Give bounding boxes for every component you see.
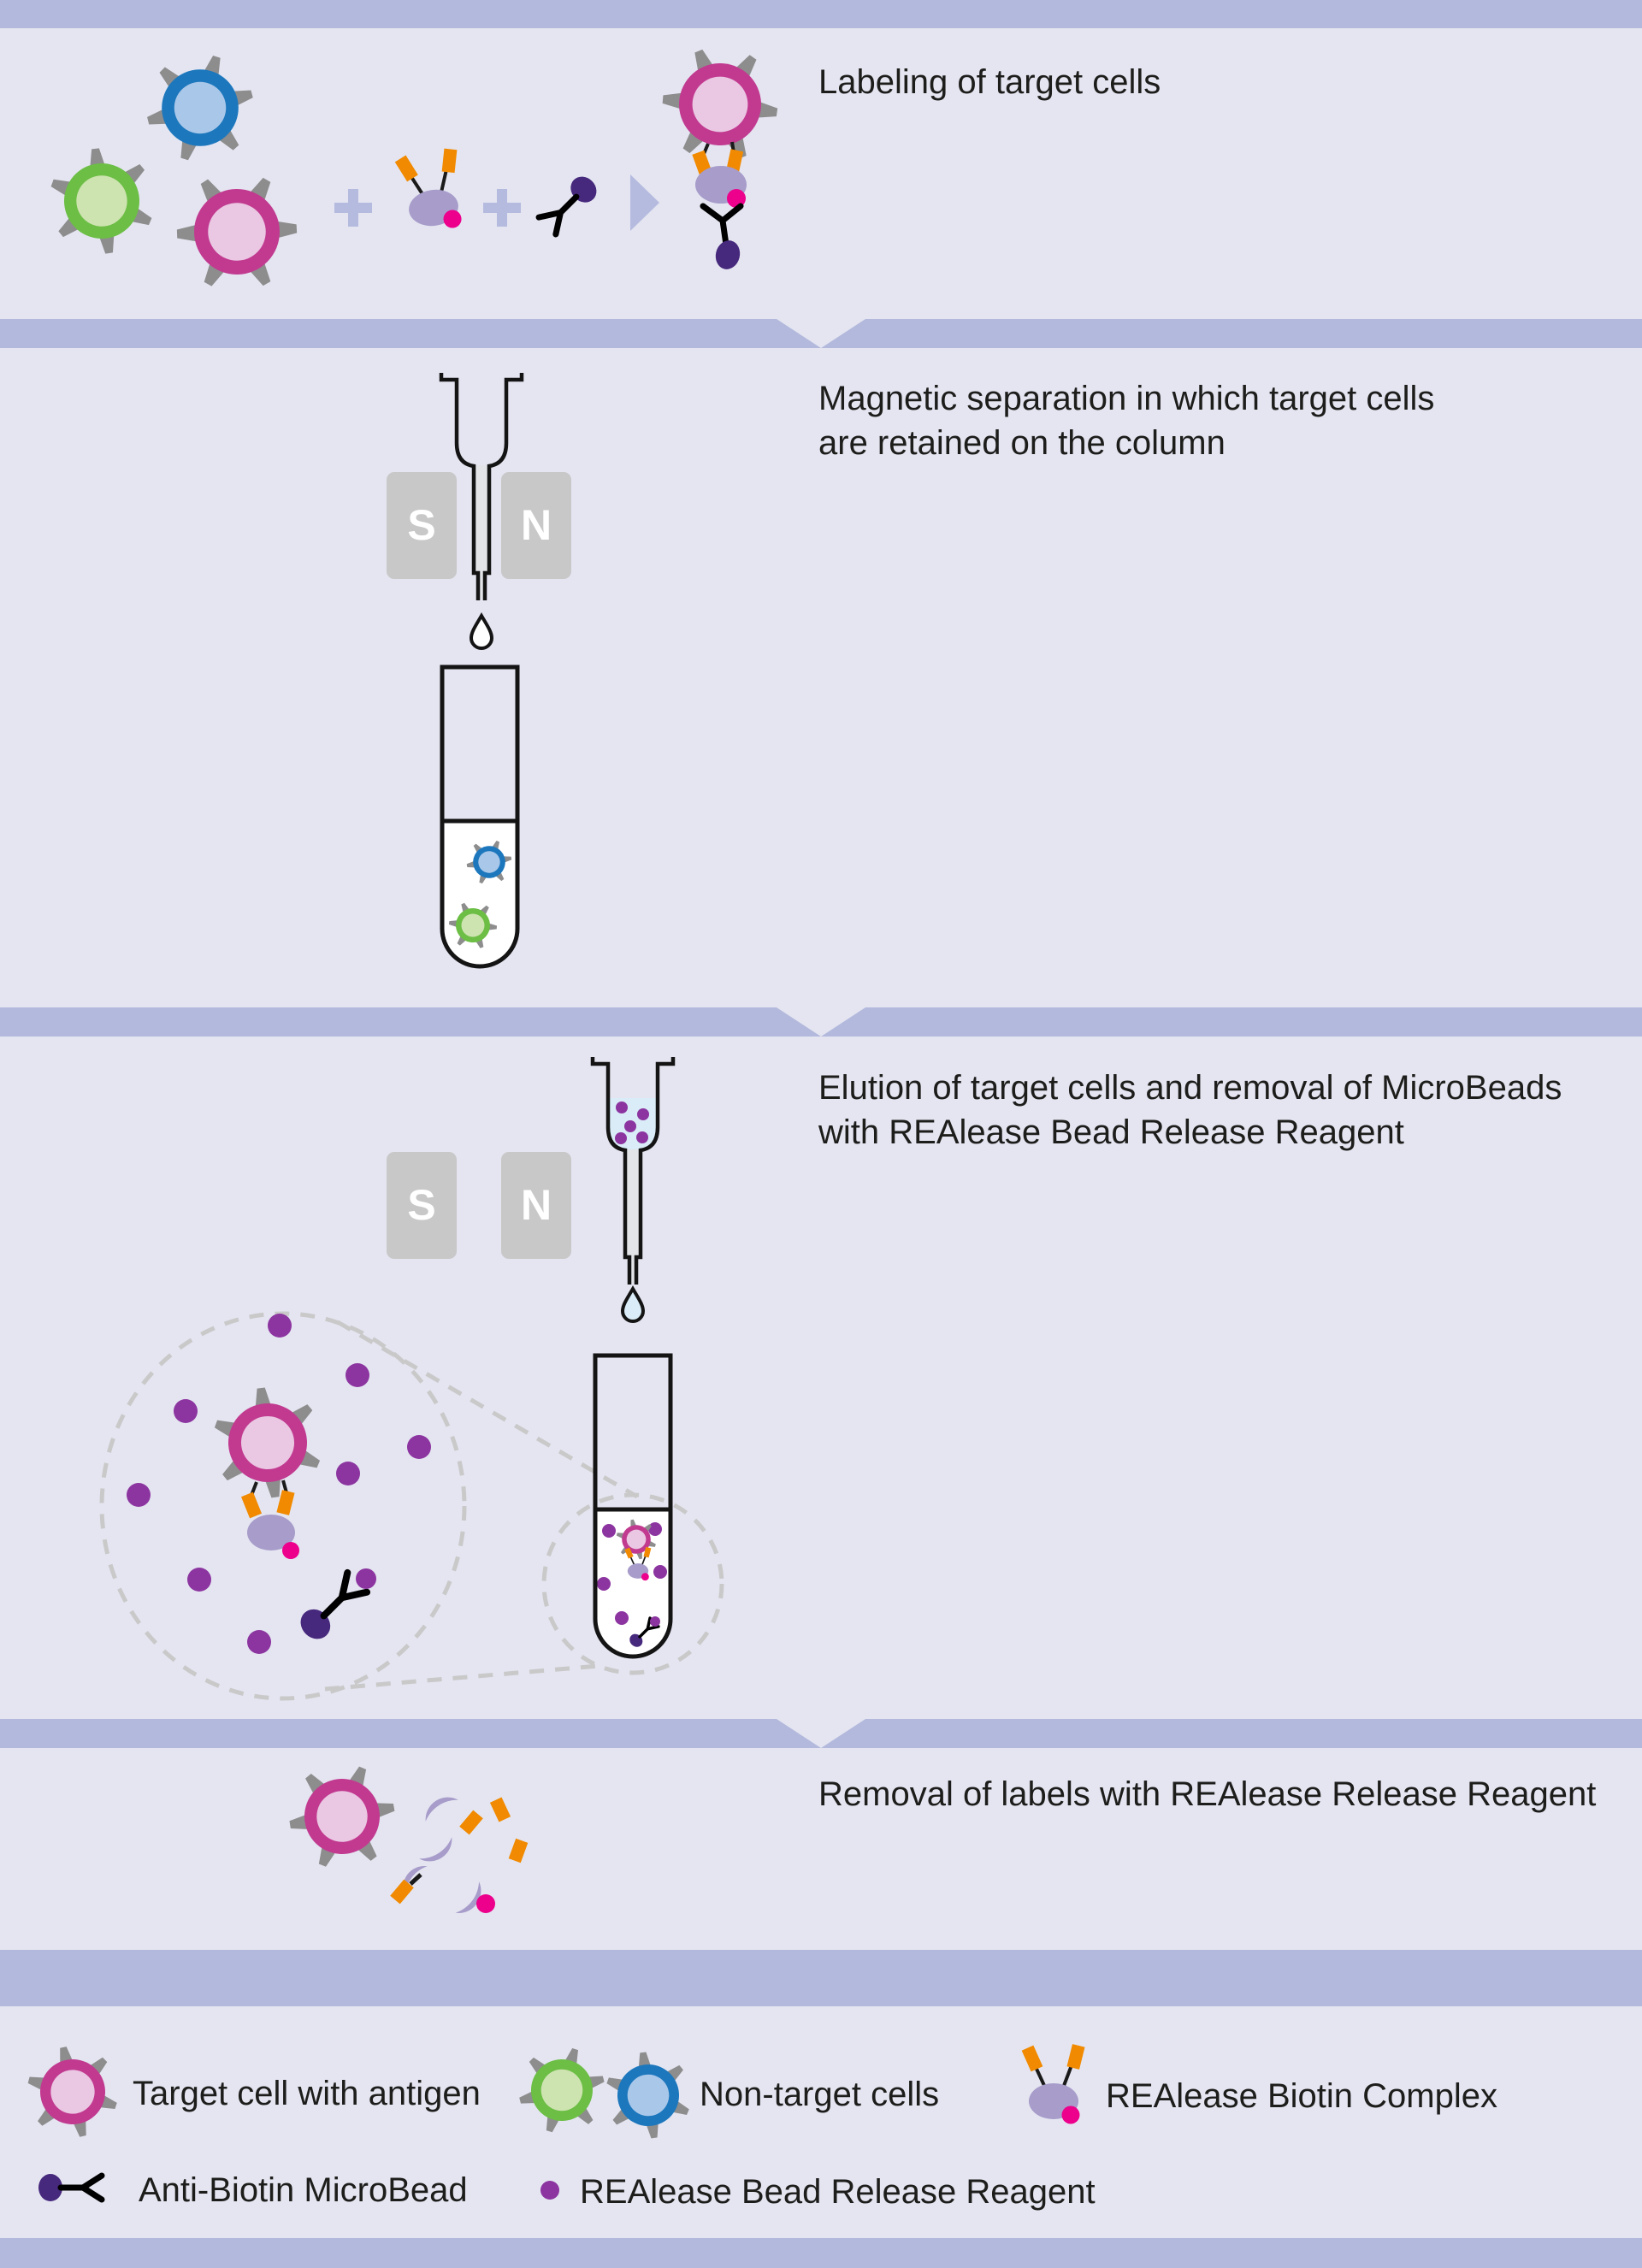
plus-icon — [483, 189, 521, 227]
magnet-north-label: N — [521, 1181, 552, 1229]
magnet-south-label: S — [407, 501, 435, 549]
plus-icon — [334, 189, 372, 227]
step-3-line-2: with REAlease Bead Release Reagent — [818, 1113, 1404, 1151]
separation-column-with-buffer-icon — [593, 1057, 673, 1285]
chevron-down-icon — [777, 319, 865, 348]
magnet-south — [387, 1152, 457, 1259]
eluate-tube-icon — [593, 1353, 673, 1659]
anti-biotin-microbead-icon — [538, 171, 602, 235]
bottom-band — [0, 2238, 1642, 2268]
step-2-label: Magnetic separation in which target cell… — [818, 376, 1434, 465]
step-1-label: Labeling of target cells — [818, 60, 1161, 104]
waste-tube-icon — [440, 664, 520, 969]
magnet-north — [501, 472, 571, 579]
panel-1-illustration — [38, 26, 798, 310]
non-target-cell-blue-icon — [139, 44, 262, 171]
panel-3-illustration: S N — [99, 1057, 724, 1701]
step-2-line-2: are retained on the column — [818, 424, 1226, 462]
magnifier-circle-large — [99, 1311, 467, 1701]
non-target-cell-green-icon — [38, 136, 166, 266]
legend-label-target-cell: Target cell with antigen — [133, 2075, 481, 2112]
magnet-north-label: N — [521, 501, 552, 549]
magnet-south — [387, 472, 457, 579]
linker-fragment — [409, 1873, 422, 1886]
magnifier-connector-line — [336, 1320, 639, 1499]
fluorochrome-fragment — [476, 1894, 495, 1913]
droplet-icon — [621, 1287, 645, 1323]
legend-icons — [15, 2033, 1087, 2201]
chevron-down-icon — [777, 1007, 865, 1037]
chevron-down-icon — [777, 1719, 865, 1748]
step-1-line-1: Labeling of target cells — [818, 63, 1161, 101]
legend-label-release-reagent: REAlease Bead Release Reagent — [580, 2173, 1096, 2211]
step-3-line-1: Elution of target cells and removal of M… — [818, 1069, 1562, 1107]
target-cell-icon — [159, 153, 314, 310]
labeled-target-cell-icon — [642, 26, 798, 269]
legend-label-microbead: Anti-Biotin MicroBead — [139, 2171, 468, 2209]
magnified-release-view — [127, 1314, 431, 1654]
separator-band-3 — [0, 1719, 1642, 1748]
magnet-south-label: S — [407, 1181, 435, 1229]
target-cell-icon — [201, 1374, 334, 1511]
step-3-label: Elution of target cells and removal of M… — [818, 1066, 1562, 1155]
magnet-north — [501, 1152, 571, 1259]
separator-band-1 — [0, 319, 1642, 348]
step-4-line-1: Removal of labels with REAlease Release … — [818, 1775, 1597, 1813]
legend-realease-biotin-complex-icon — [1019, 2042, 1087, 2126]
legend-top-band — [0, 1950, 1642, 2006]
panel-2-illustration: S N — [387, 373, 571, 969]
legend-label-biotin-complex: REAlease Biotin Complex — [1106, 2077, 1497, 2115]
magnifier-connector-line — [324, 1663, 600, 1692]
biotin-fragments — [390, 1797, 529, 1905]
step-4-label: Removal of labels with REAlease Release … — [818, 1772, 1596, 1816]
legend-target-cell-icon — [15, 2033, 131, 2151]
legend-non-target-cell-blue-icon — [596, 2041, 700, 2149]
realease-biotin-complex-icon — [392, 145, 470, 237]
legend-non-target-cell-green-icon — [512, 2040, 611, 2141]
legend-anti-biotin-microbead-icon — [38, 2174, 102, 2201]
arrow-right-icon — [630, 174, 659, 231]
target-cell-icon — [278, 1751, 406, 1881]
legend-label-non-target-cells: Non-target cells — [700, 2076, 940, 2113]
droplet-icon — [470, 614, 493, 650]
panel-4-illustration — [278, 1751, 529, 1917]
top-band — [0, 0, 1642, 28]
step-2-line-1: Magnetic separation in which target cell… — [818, 380, 1435, 417]
separator-band-2 — [0, 1007, 1642, 1037]
legend-release-reagent-icon — [540, 2181, 559, 2200]
